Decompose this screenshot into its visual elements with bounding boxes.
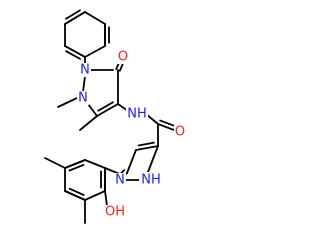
bond-c4-c3-inner (97, 101, 114, 112)
bond-aryl-double-2 (64, 190, 86, 201)
bond-layer (44, 9, 176, 224)
atom-nh-amide: NH (126, 107, 148, 122)
atom-n-pyrazole-label: N (115, 173, 125, 188)
atom-nh-pyrazole: NH (139, 172, 163, 188)
atom-n-pyrazole: N (114, 173, 126, 188)
atom-o-amide: O (174, 125, 186, 140)
bond-phenyl-ring (84, 11, 106, 25)
bond-pyr-c5-c4 (135, 145, 159, 151)
bond-phenyl-double-2 (64, 45, 86, 58)
bond-pyr-c4-c3 (126, 149, 137, 174)
atom-nh-amide-label: NH (127, 107, 147, 122)
bond-amide-co-inner (159, 119, 176, 127)
bond-aryl-ring (84, 190, 106, 201)
atom-oh-phenol: OH (103, 205, 127, 220)
bond-n2-n1 (82, 75, 86, 93)
bond-c5-o (118, 62, 124, 72)
bond-c3-n2 (87, 103, 98, 117)
atom-oh-phenol-label: OH (105, 205, 125, 220)
bond-aryl-methyl-top (44, 157, 66, 169)
atom-n-methyl: N (77, 91, 89, 106)
bond-phenyl-double-3 (64, 11, 86, 25)
bond-aryl-oh (104, 190, 108, 207)
atom-n-phenyl-label: N (80, 63, 90, 78)
atom-n-methyl-label: N (78, 91, 88, 106)
bond-phenyl-double-3-inner (65, 9, 81, 20)
atom-n-phenyl: N (79, 63, 91, 78)
bond-phenyl-double-2-inner (65, 50, 81, 60)
bond-aryl-ring (84, 159, 106, 169)
atom-o-ketone-label: O (118, 50, 128, 65)
bond-n-methyl (57, 97, 78, 108)
atom-nh-pyrazole-label: NH (141, 173, 161, 188)
bond-c3-methyl (79, 115, 98, 131)
bond-phenyl-ring (84, 45, 106, 58)
bond-aryl-double-1-inner (68, 164, 85, 172)
bond-c4-c3 (96, 103, 119, 117)
atom-label-layer: N N O NH O N NH OH (77, 50, 186, 220)
atom-o-ketone: O (117, 50, 129, 65)
bond-aryl-double-1 (64, 159, 86, 169)
molecule-structure-diagram: N N O NH O N NH OH (44, 9, 186, 224)
atom-o-amide-label: O (175, 125, 185, 140)
bond-aryl-double-2-inner (68, 187, 85, 196)
bond-pyr-n1-c5 (147, 145, 159, 173)
bond-amide-co (157, 123, 175, 131)
bond-pyr-c5-c4-inner (137, 141, 155, 147)
